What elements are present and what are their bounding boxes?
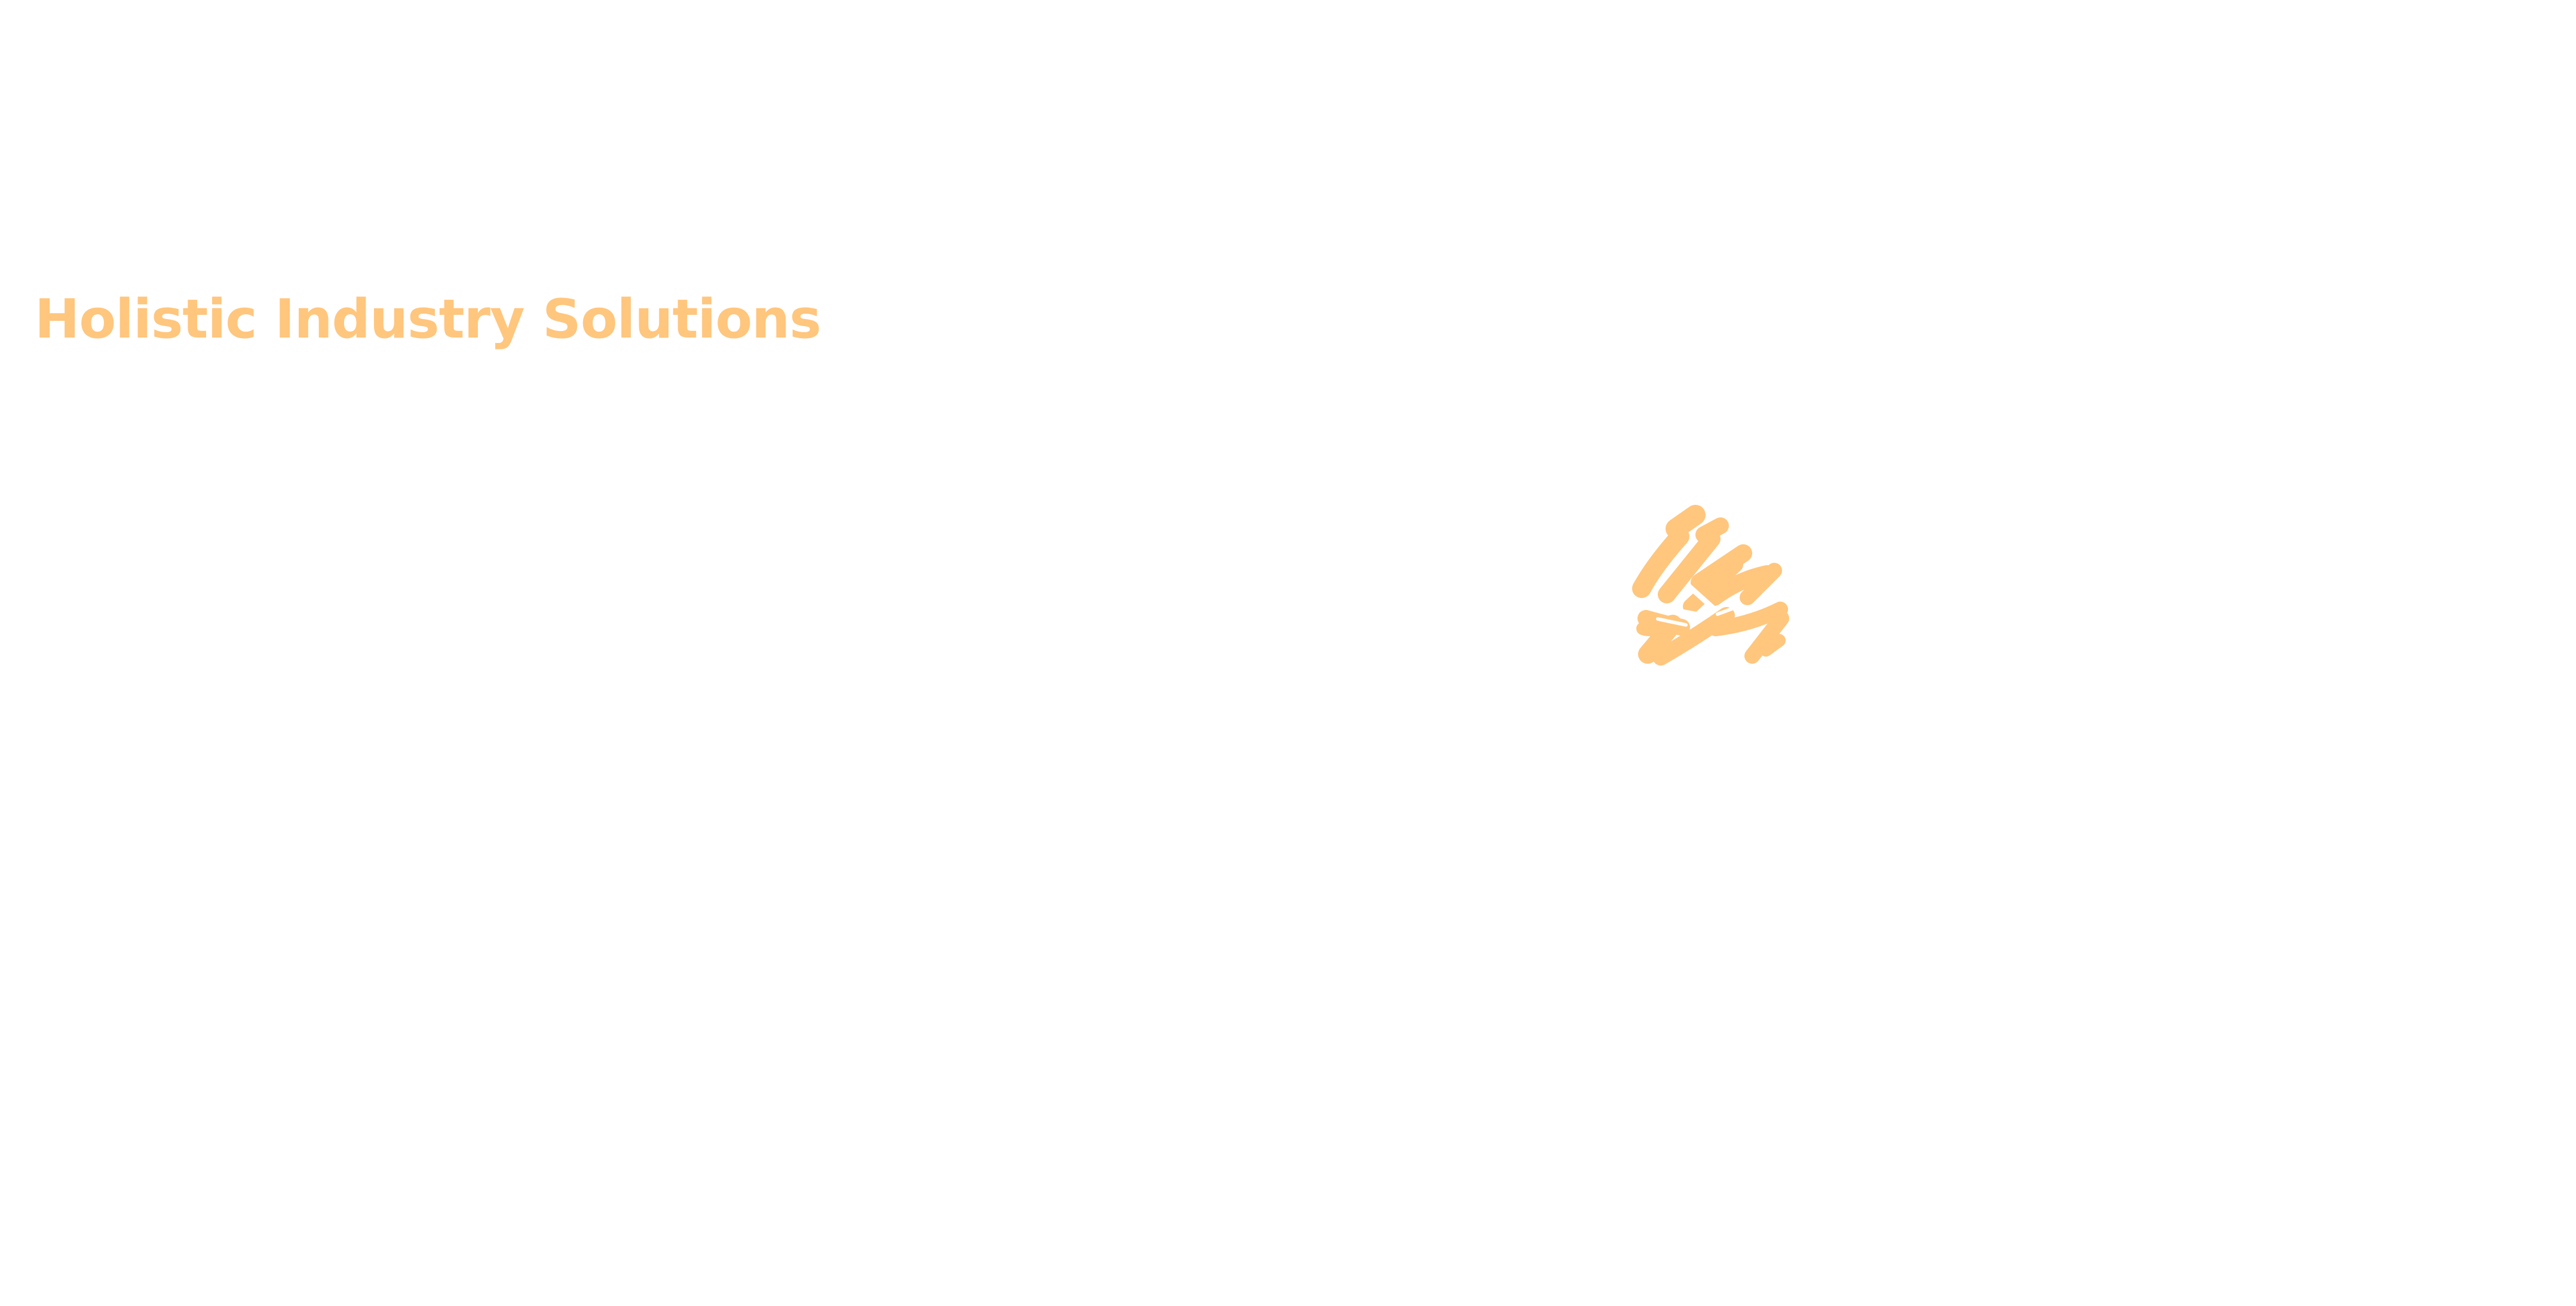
scribble-icon xyxy=(1625,502,1816,711)
page-title: Holistic Industry Solutions xyxy=(35,288,821,351)
